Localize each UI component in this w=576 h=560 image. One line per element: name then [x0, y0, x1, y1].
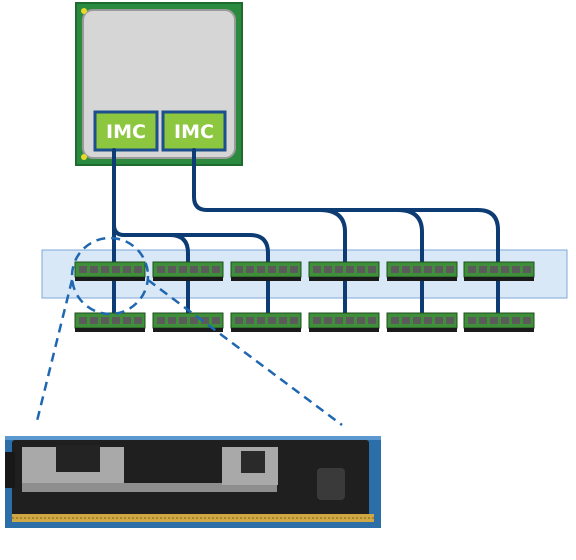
dimm-slot: [230, 312, 302, 332]
dimm-slot: [74, 312, 146, 332]
bus-imc2-ch4: [318, 208, 347, 325]
imc-box-2: IMC: [161, 110, 227, 152]
imc-label-1: IMC: [106, 121, 146, 143]
bus-imc2-ch5: [396, 208, 424, 325]
dimm-slot: [308, 312, 380, 332]
dimm-slot: [152, 312, 224, 332]
bus-imc2-trunk: [192, 148, 500, 325]
imc-label-2: IMC: [174, 121, 214, 143]
pin1-marker-icon-bottom: [81, 154, 87, 160]
heatspreader-chip: [56, 445, 100, 472]
dimm-slot: [152, 261, 224, 281]
imc-box-1: IMC: [93, 110, 159, 152]
dimm-slot: [308, 261, 380, 281]
zoom-callout: [34, 236, 343, 427]
dimm-slot: [230, 261, 302, 281]
memory-module-illustration: [5, 436, 381, 528]
dimm-slot: [386, 312, 458, 332]
bus-imc1-ch2: [122, 233, 190, 325]
zoom-line-left: [34, 279, 74, 426]
pin1-marker-icon: [81, 8, 87, 14]
dimm-slot: [74, 261, 146, 281]
dimm-slot: [463, 261, 535, 281]
dimm-slot: [386, 261, 458, 281]
dimm-slot: [463, 312, 535, 332]
zoom-line-right: [147, 278, 343, 427]
zoom-circle: [70, 236, 150, 316]
dimm-slots: [74, 261, 535, 332]
memory-bus: [112, 148, 500, 325]
heatspreader-clip: [317, 468, 345, 500]
